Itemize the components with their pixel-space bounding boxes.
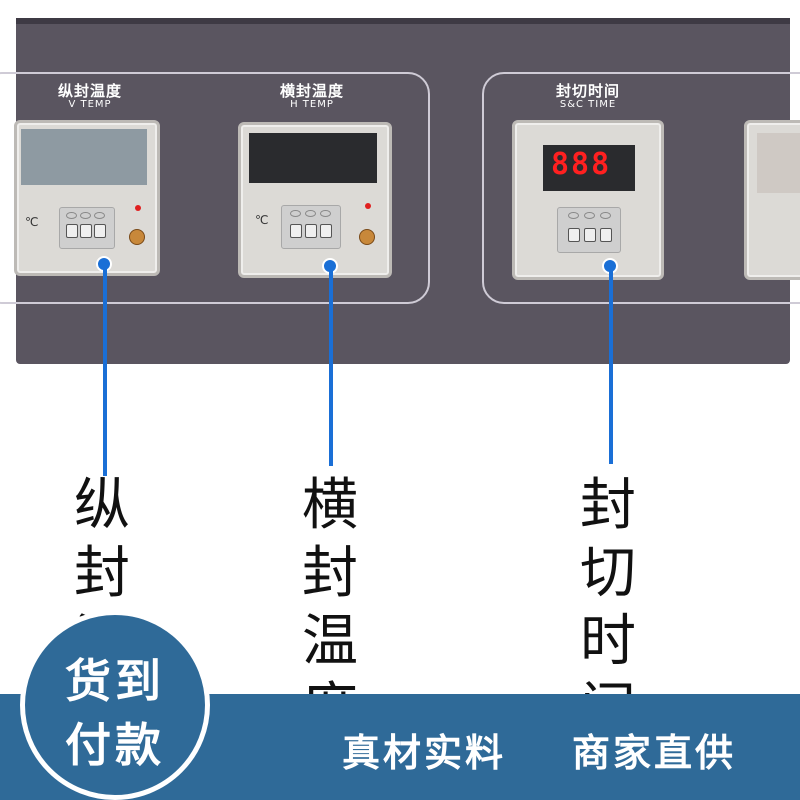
- v-temp-pointer-line: [103, 266, 107, 476]
- v-temp-knob-icon[interactable]: [129, 229, 145, 245]
- cod-badge: 货到 付款: [20, 610, 210, 800]
- sc-time-screen: [543, 145, 635, 191]
- v-temp-label: 纵封温度 V TEMP: [30, 82, 150, 110]
- h-temp-keypad[interactable]: [281, 205, 341, 249]
- callout-h-char: 温: [302, 609, 358, 674]
- v-temp-controller[interactable]: ℃: [14, 120, 160, 276]
- sc-time-keypad[interactable]: [557, 207, 621, 253]
- h-temp-label-cn: 横封温度: [279, 82, 344, 100]
- sc-time-label: 封切时间 S&C TIME: [528, 82, 648, 110]
- fourth-controller-partial: [744, 120, 800, 280]
- callout-v-char: 封: [74, 541, 130, 606]
- h-temp-controller[interactable]: ℃: [238, 122, 392, 278]
- h-temp-led-icon: [365, 203, 371, 209]
- h-temp-pointer-line: [329, 268, 333, 466]
- h-temp-knob-icon[interactable]: [359, 229, 375, 245]
- v-temp-label-cn: 纵封温度: [57, 82, 122, 100]
- sc-time-controller[interactable]: 888: [512, 120, 664, 280]
- sc-time-label-cn: 封切时间: [555, 82, 620, 100]
- sc-time-pointer-line: [609, 268, 613, 464]
- callout-sc-char: 封: [580, 473, 636, 538]
- panel-top-edge: [16, 18, 790, 24]
- callout-h-char: 封: [302, 541, 358, 606]
- callout-v-char: 纵: [74, 473, 130, 538]
- badge-line-2: 付款: [65, 718, 165, 772]
- v-temp-led-icon: [135, 205, 141, 211]
- v-temp-label-en: V TEMP: [68, 98, 112, 110]
- sc-time-label-en: S&C TIME: [559, 98, 617, 110]
- callout-sc-char: 时: [580, 609, 636, 674]
- badge-line-1: 货到: [65, 654, 165, 708]
- h-temp-label: 横封温度 H TEMP: [252, 82, 372, 110]
- callout-sc-char: 切: [580, 541, 636, 606]
- banner-right-text: 商家直供: [572, 731, 737, 775]
- fourth-controller-screen: [757, 133, 800, 193]
- sc-time-digits: 888: [551, 147, 612, 182]
- h-temp-degree-unit: ℃: [255, 213, 269, 227]
- time-group-frame: [482, 72, 800, 304]
- h-temp-label-en: H TEMP: [290, 98, 334, 110]
- v-temp-screen: [21, 129, 147, 185]
- v-temp-keypad[interactable]: [59, 207, 115, 249]
- banner-left-text: 真材实料: [342, 731, 507, 775]
- h-temp-screen: [249, 133, 377, 183]
- temperature-group-frame: [0, 72, 430, 304]
- callout-h-char: 横: [302, 473, 358, 538]
- v-temp-degree-unit: ℃: [25, 215, 39, 229]
